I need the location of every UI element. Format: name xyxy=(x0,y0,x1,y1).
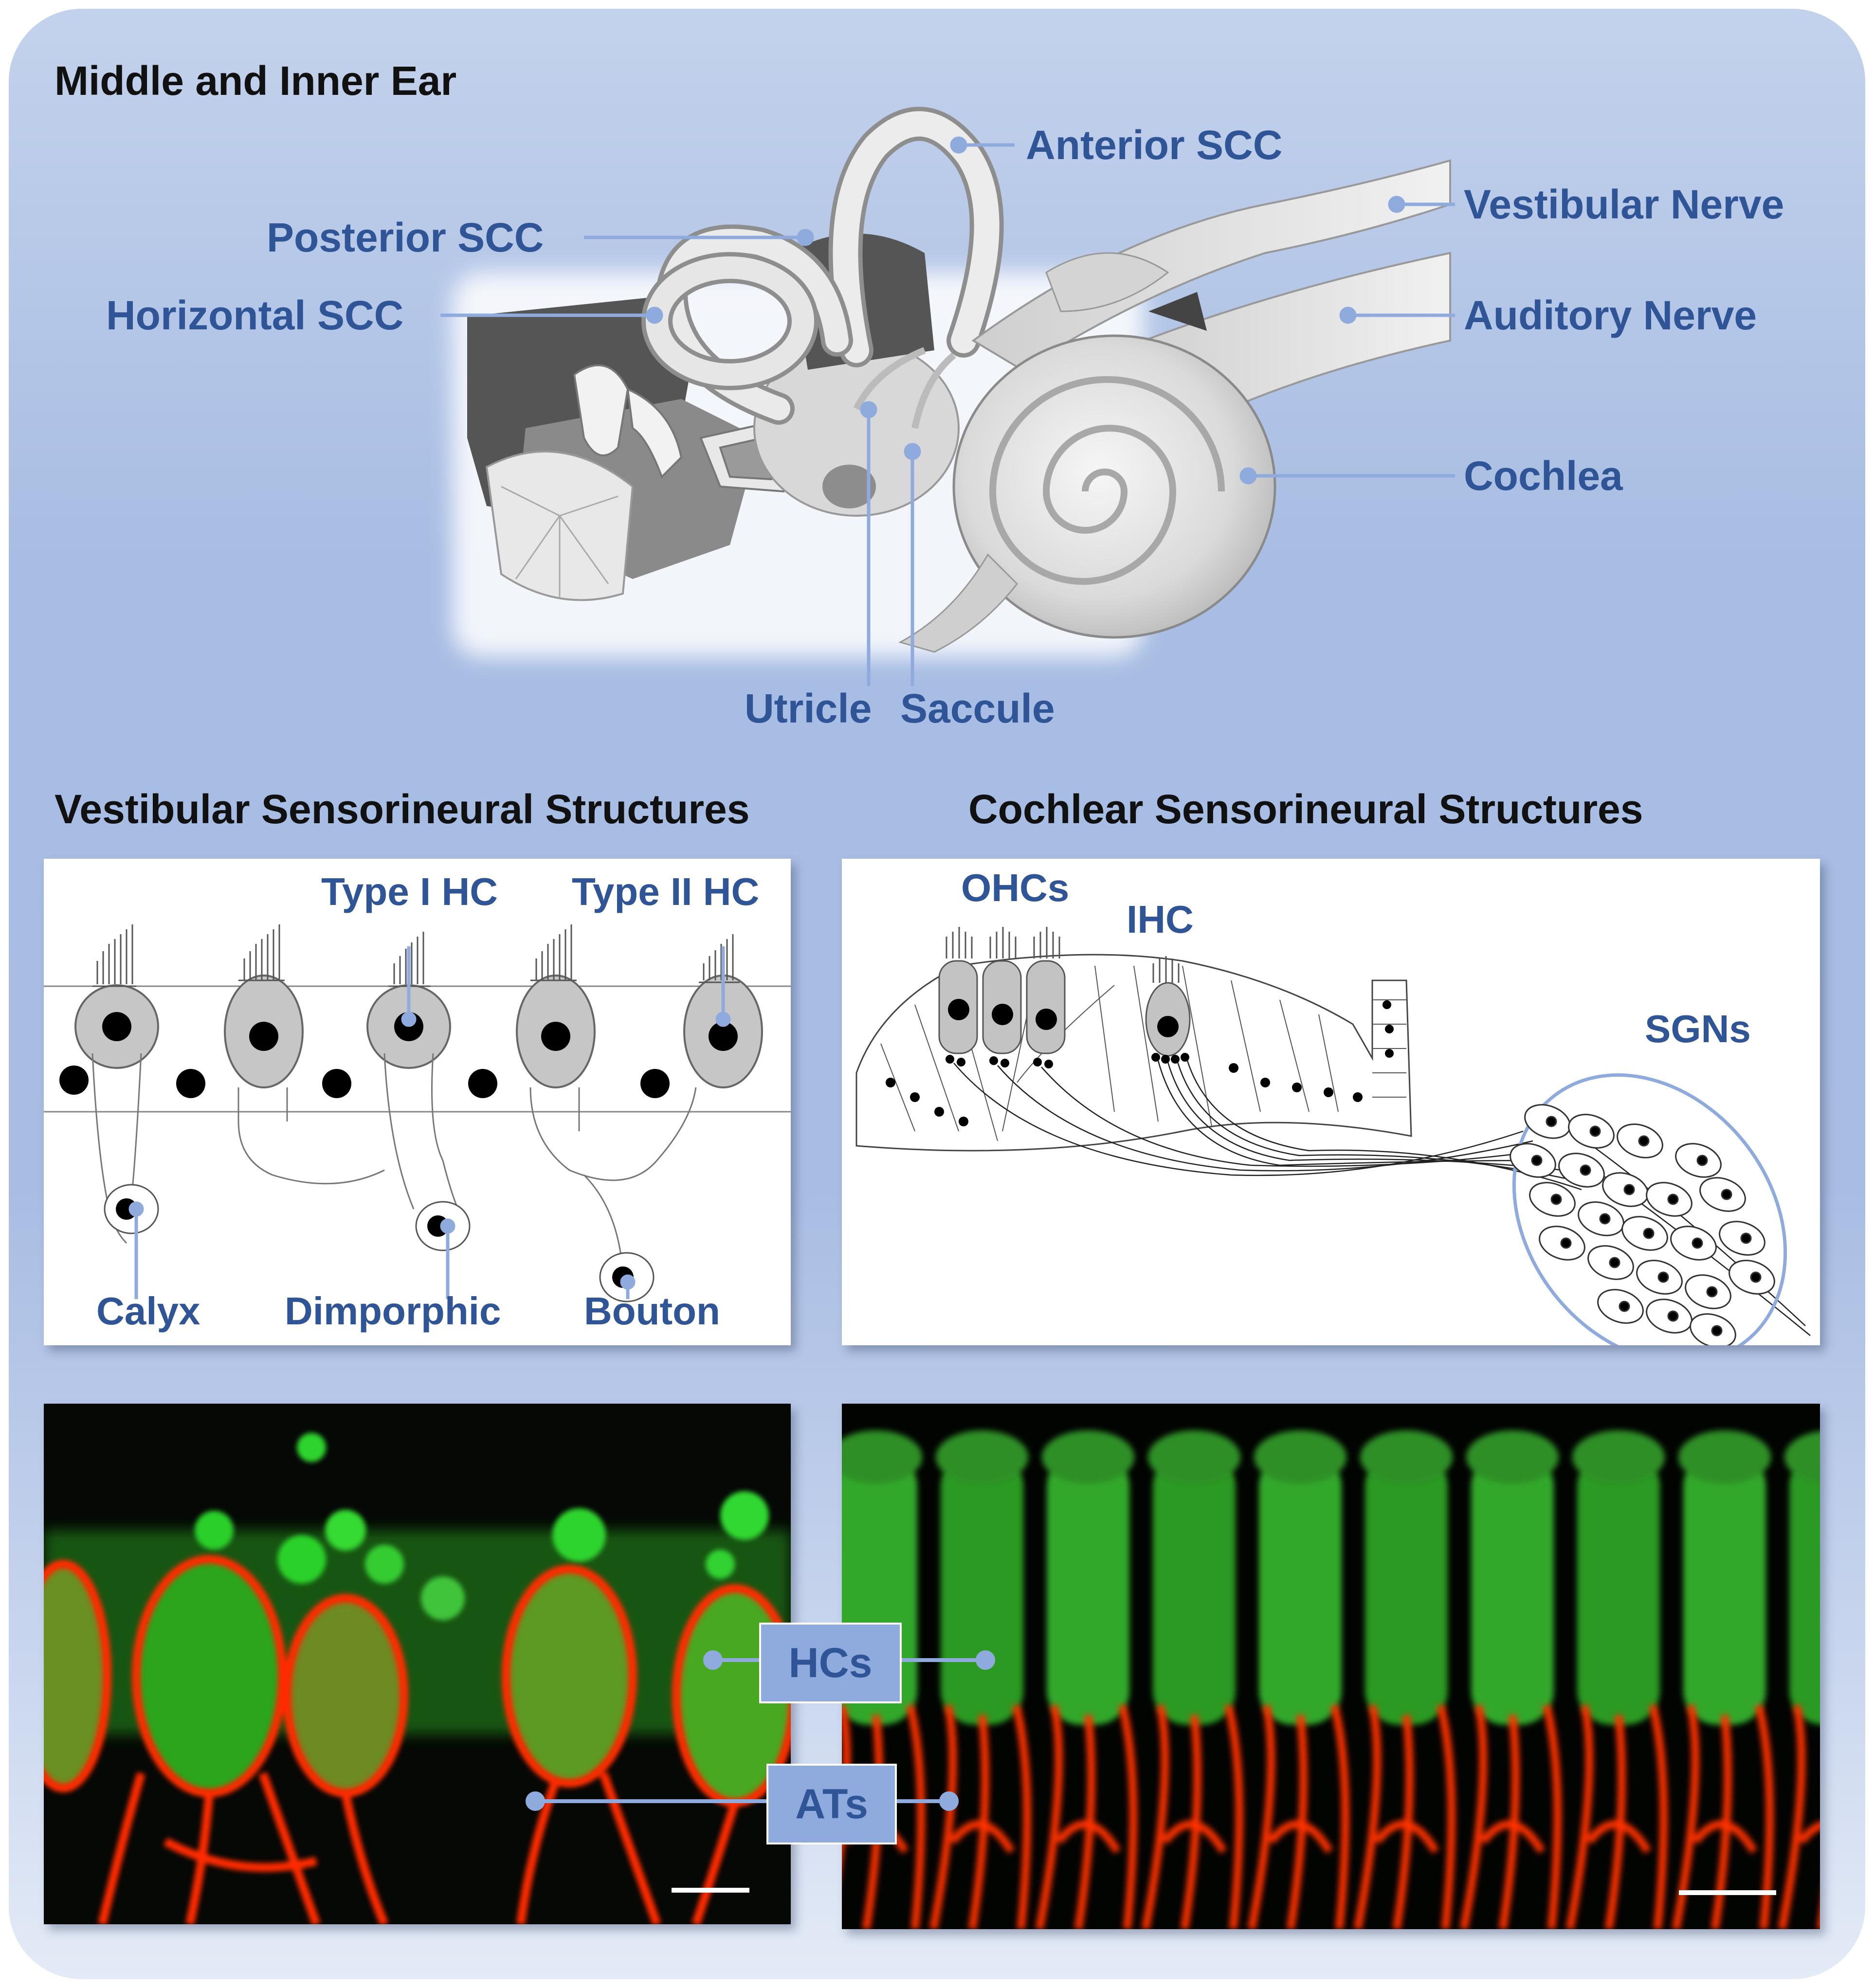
sgn-nucleus xyxy=(1609,1257,1620,1268)
afferent-terminal xyxy=(1248,1704,1349,1929)
sgn-nucleus xyxy=(1580,1164,1591,1176)
sgn-nucleus xyxy=(1599,1213,1611,1225)
cuticular-plate xyxy=(1466,1430,1559,1484)
afferent-terminal xyxy=(1142,1704,1243,1929)
sgn-nucleus xyxy=(1619,1301,1630,1312)
label-posterior-scc: Posterior SCC xyxy=(267,215,544,260)
label-bouton: Bouton xyxy=(584,1289,720,1333)
label-cochlea: Cochlea xyxy=(1464,453,1623,499)
outer-hair-cell xyxy=(1047,1452,1129,1725)
sgn-nucleus xyxy=(1638,1135,1650,1147)
label-type2-hc: Type II HC xyxy=(572,870,760,913)
sgn-nucleus xyxy=(1706,1286,1718,1298)
label-saccule: Saccule xyxy=(900,686,1055,731)
label-calyx: Calyx xyxy=(96,1289,200,1333)
afferent-terminal xyxy=(1566,1704,1668,1929)
vestibular-nerve xyxy=(971,159,1451,371)
sgn-nucleus xyxy=(1623,1184,1635,1195)
sgn-nucleus xyxy=(1667,1310,1679,1322)
sgn-nucleus xyxy=(1740,1232,1752,1244)
outer-hair-cell xyxy=(1365,1452,1448,1725)
sgn-nucleus xyxy=(1711,1325,1723,1337)
label-horizontal-scc: Horizontal SCC xyxy=(106,292,404,338)
sgn-nucleus xyxy=(1546,1116,1557,1127)
cuticular-plate xyxy=(842,1430,922,1484)
cochlea-shape xyxy=(898,334,1276,653)
ear-heading: Middle and Inner Ear xyxy=(55,58,457,104)
cuticular-plate xyxy=(1148,1430,1240,1484)
vestibular-heading: Vestibular Sensorineural Structures xyxy=(55,786,750,832)
cochlear-schematic-panel: OHCs IHC SGNs xyxy=(842,859,1820,1364)
vestibular-schematic-panel: Type I HC Type II HC Calyx Dimporphic Bo… xyxy=(44,859,791,1345)
tympanic-membrane xyxy=(485,451,634,601)
afferent-terminal xyxy=(1354,1704,1456,1929)
cuticular-plate xyxy=(1678,1430,1771,1484)
sgn-nucleus xyxy=(1589,1125,1601,1137)
label-auditory-nerve: Auditory Nerve xyxy=(1464,292,1757,338)
label-sgns: SGNs xyxy=(1645,1007,1751,1050)
outer-hair-cell xyxy=(941,1452,1023,1725)
sgn-nucleus xyxy=(1531,1155,1543,1166)
scale-bar xyxy=(672,1888,749,1893)
afferent-terminal xyxy=(1036,1704,1137,1929)
label-vestibular-nerve: Vestibular Nerve xyxy=(1464,181,1784,227)
outer-hair-cell xyxy=(1789,1452,1820,1725)
outer-hair-cell xyxy=(1683,1452,1766,1725)
cochlear-micrograph xyxy=(842,1404,1820,1929)
afferent-terminal xyxy=(1778,1704,1820,1929)
sgn-nucleus xyxy=(1750,1271,1762,1283)
afferent-terminal xyxy=(1672,1704,1774,1929)
outer-hair-cell xyxy=(1153,1452,1236,1725)
cochlear-heading: Cochlear Sensorineural Structures xyxy=(968,786,1643,832)
ear-leader-lines xyxy=(440,136,1455,686)
cuticular-plate xyxy=(1360,1430,1453,1484)
anterior-scc xyxy=(828,107,1004,367)
outer-hair-cell xyxy=(1471,1452,1554,1725)
sgn-nucleus xyxy=(1696,1155,1708,1166)
sgn-nucleus xyxy=(1657,1271,1669,1283)
sgn-nucleus xyxy=(1560,1237,1572,1249)
label-ihc: IHC xyxy=(1127,898,1194,941)
vestibular-micrograph xyxy=(44,1404,791,1924)
cuticular-plate xyxy=(1254,1430,1346,1484)
outer-hair-cell xyxy=(1577,1452,1660,1725)
organ-of-corti-schematic xyxy=(855,927,1811,1364)
sgn-nucleus xyxy=(1550,1193,1562,1205)
hair-cell-schematic xyxy=(44,924,791,1302)
afferent-terminal xyxy=(1460,1704,1562,1929)
sgn-nucleus xyxy=(1692,1237,1703,1249)
label-ohcs: OHCs xyxy=(961,866,1070,909)
label-utricle: Utricle xyxy=(745,686,872,731)
scale-bar xyxy=(1679,1890,1776,1895)
sgn-nucleus xyxy=(1643,1228,1655,1239)
cuticular-plate xyxy=(1784,1431,1820,1483)
outer-hair-cell xyxy=(1259,1452,1342,1725)
sgn-nucleus xyxy=(1667,1193,1679,1205)
sgn-outline xyxy=(1512,1073,1787,1364)
label-dimorphic: Dimporphic xyxy=(285,1289,501,1333)
cochlear-fluorescence-image xyxy=(842,1404,1820,1929)
vestibular-fluorescence-image xyxy=(44,1404,791,1924)
sgn-nucleus xyxy=(1721,1189,1732,1200)
tag-hcs: HCs xyxy=(759,1623,902,1703)
tag-ats: ATs xyxy=(766,1764,897,1844)
cuticular-plate xyxy=(936,1430,1028,1484)
label-anterior-scc: Anterior SCC xyxy=(1026,122,1283,168)
label-type1-hc: Type I HC xyxy=(321,870,498,913)
cuticular-plate xyxy=(1572,1430,1665,1484)
cuticular-plate xyxy=(1042,1430,1134,1484)
inner-ear-illustration xyxy=(440,107,1455,686)
